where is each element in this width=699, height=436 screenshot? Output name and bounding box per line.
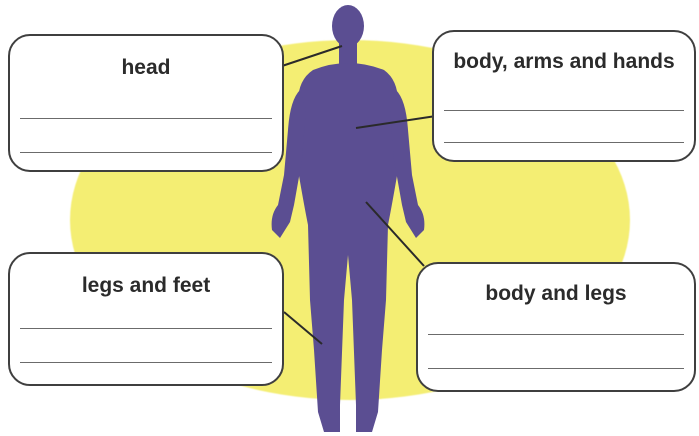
answer-line[interactable] — [20, 328, 272, 329]
label-legs-feet: legs and feet — [10, 274, 282, 298]
answer-line[interactable] — [428, 368, 684, 369]
label-head: head — [10, 56, 282, 80]
answer-line[interactable] — [444, 110, 684, 111]
label-box-body-legs: body and legs — [416, 262, 696, 392]
leader-line-head — [282, 46, 342, 66]
answer-line[interactable] — [428, 334, 684, 335]
human-silhouette-icon — [272, 5, 425, 432]
label-box-legs-feet: legs and feet — [8, 252, 284, 386]
label-box-head: head — [8, 34, 284, 172]
label-body-arms-hands: body, arms and hands — [434, 50, 694, 74]
answer-line[interactable] — [20, 362, 272, 363]
answer-line[interactable] — [20, 118, 272, 119]
label-body-legs: body and legs — [418, 282, 694, 306]
label-box-body-arms-hands: body, arms and hands — [432, 30, 696, 162]
answer-line[interactable] — [444, 142, 684, 143]
answer-line[interactable] — [20, 152, 272, 153]
